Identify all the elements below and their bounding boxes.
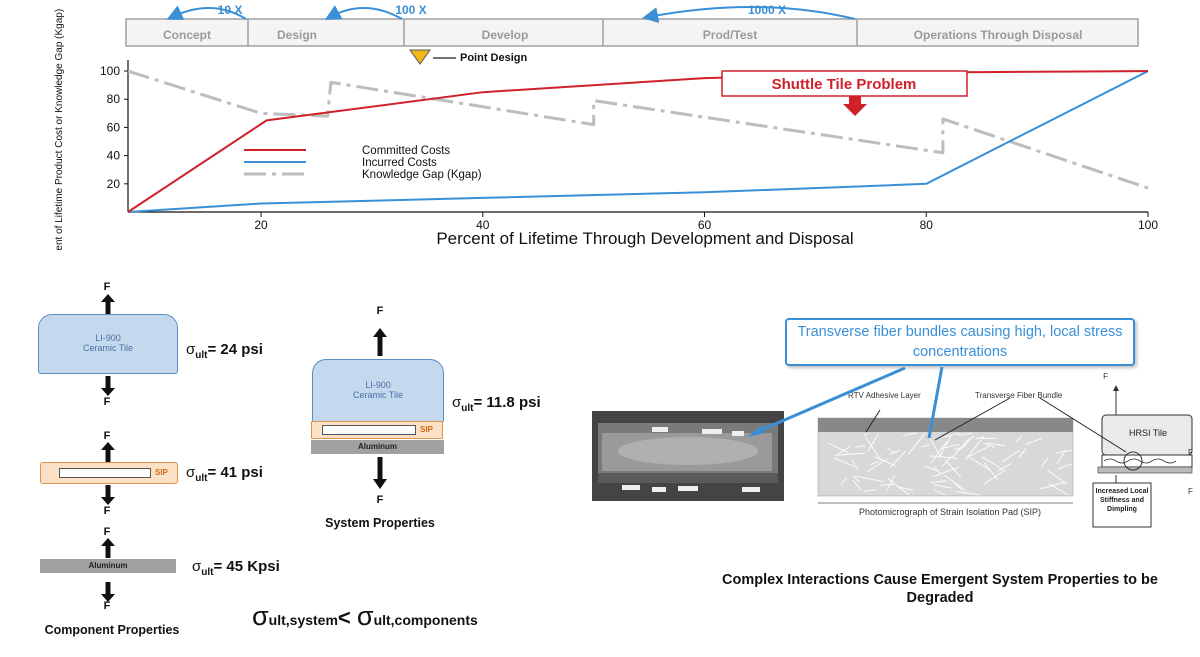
x-tick-label: 80 — [920, 218, 934, 232]
aluminum-strength: σult= 45 Kpsi — [192, 558, 280, 578]
force-label: F — [376, 494, 384, 506]
phase-concept: Concept — [163, 28, 211, 42]
hrsi-schematic: F F F HRSI Tile Increased Local Stiffnes… — [1090, 372, 1195, 545]
x-tick-label: 40 — [476, 218, 490, 232]
tile-strength: σult= 24 psi — [186, 341, 263, 361]
rtv-label: RTV Adhesive Layer — [848, 391, 921, 400]
conclusion-caption: Complex Interactions Cause Emergent Syst… — [722, 572, 1158, 606]
up-arrow-icon — [101, 442, 115, 462]
up-arrow-icon — [101, 294, 115, 314]
component-caption: Component Properties — [44, 623, 180, 637]
micrograph-caption: Photomicrograph of Strain Isolation Pad … — [858, 507, 1042, 517]
force-label: F — [103, 396, 111, 408]
series-line-2 — [127, 69, 1149, 190]
lifecycle-chart: 20 40 60 80 100 20 40 60 80 100 Committed CostsIn… — [54, 9, 1158, 250]
sip-pad: SIP — [40, 462, 178, 484]
fiber-callout: Transverse fiber bundles causing high, l… — [785, 318, 1135, 366]
phase-bar: Concept Design Develop Prod/Test Operati… — [125, 3, 1139, 65]
phase-develop: Develop — [482, 28, 529, 42]
down-arrow-icon — [101, 582, 115, 602]
arrow-10x — [166, 5, 247, 20]
sip-micrograph: RTV Adhesive Layer Transverse Fiber Bund… — [810, 388, 1080, 523]
up-arrow-icon — [101, 538, 115, 558]
down-arrow-icon — [373, 457, 387, 489]
phase-bar-frame — [125, 18, 1139, 47]
force-label: F — [103, 430, 111, 442]
up-arrow-icon — [373, 328, 387, 356]
x-axis-label: Percent of Lifetime Through Development … — [436, 229, 853, 248]
point-design-label: Point Design — [460, 52, 528, 64]
force-label: F — [103, 600, 111, 612]
shuttle-tile-box — [721, 70, 968, 97]
x-tick-label: 20 — [254, 218, 268, 232]
system-strength: σult= 11.8 psi — [452, 394, 541, 414]
force-label: F — [103, 505, 111, 517]
multiplier-1000x: 1000 X — [748, 3, 786, 17]
down-arrow-icon — [101, 376, 115, 396]
phase-operations: Operations Through Disposal — [914, 28, 1083, 42]
sip-strength: σult= 41 psi — [186, 464, 263, 484]
legend-label: Incurred Costs — [362, 157, 437, 169]
x-tick-label: 60 — [698, 218, 712, 232]
phase-design: Design — [277, 28, 317, 42]
local-stiffness-label: Increased Local Stiffness and Dimpling — [1095, 488, 1149, 513]
arrow-100x — [324, 5, 403, 20]
hrsi-label: HRSI Tile — [1128, 428, 1167, 438]
system-caption: System Properties — [325, 516, 435, 530]
force-label: F — [103, 281, 111, 293]
arrow-1000x — [642, 5, 856, 24]
y-tick-label: 100 — [100, 64, 120, 78]
shuttle-tile-arrow — [843, 96, 867, 116]
y-tick-label: 80 — [107, 92, 121, 106]
legend-label: Knowledge Gap (Kgap) — [362, 169, 482, 181]
y-tick-label: 40 — [107, 149, 121, 163]
phase-prod-test: Prod/Test — [703, 28, 757, 42]
aluminum-plate: Aluminum — [40, 559, 176, 573]
force-label: F — [1103, 372, 1108, 381]
point-design-marker — [409, 49, 431, 65]
force-label: F — [103, 526, 111, 538]
y-axis-label: Percent of Lifetime Product Cost or Know… — [54, 9, 65, 250]
strength-inequality: σult,system< σult,components — [252, 601, 478, 631]
y-tick-label: 20 — [107, 177, 121, 191]
force-label: F — [376, 305, 384, 317]
series-line-0 — [127, 70, 1149, 213]
force-label: F — [1188, 487, 1193, 496]
down-arrow-icon — [101, 485, 115, 505]
multiplier-10x: 10 X — [218, 3, 243, 17]
ceramic-tile: LI-900 Ceramic Tile — [38, 314, 178, 374]
system-sip-pad: SIP — [311, 421, 443, 439]
shuttle-tile-label: Shuttle Tile Problem — [772, 76, 917, 93]
series-line-1 — [127, 70, 1149, 213]
fiber-bundle-label: Transverse Fiber Bundle — [975, 391, 1063, 400]
legend-label: Committed Costs — [362, 145, 450, 157]
multiplier-100x: 100 X — [395, 3, 426, 17]
system-aluminum-plate: Aluminum — [311, 440, 444, 454]
force-label: F — [1188, 448, 1193, 457]
y-tick-label: 60 — [107, 120, 121, 134]
tile-cross-section-photo — [592, 411, 784, 501]
x-tick-label: 100 — [1138, 218, 1158, 232]
system-ceramic-tile: LI-900 Ceramic Tile — [312, 359, 444, 423]
